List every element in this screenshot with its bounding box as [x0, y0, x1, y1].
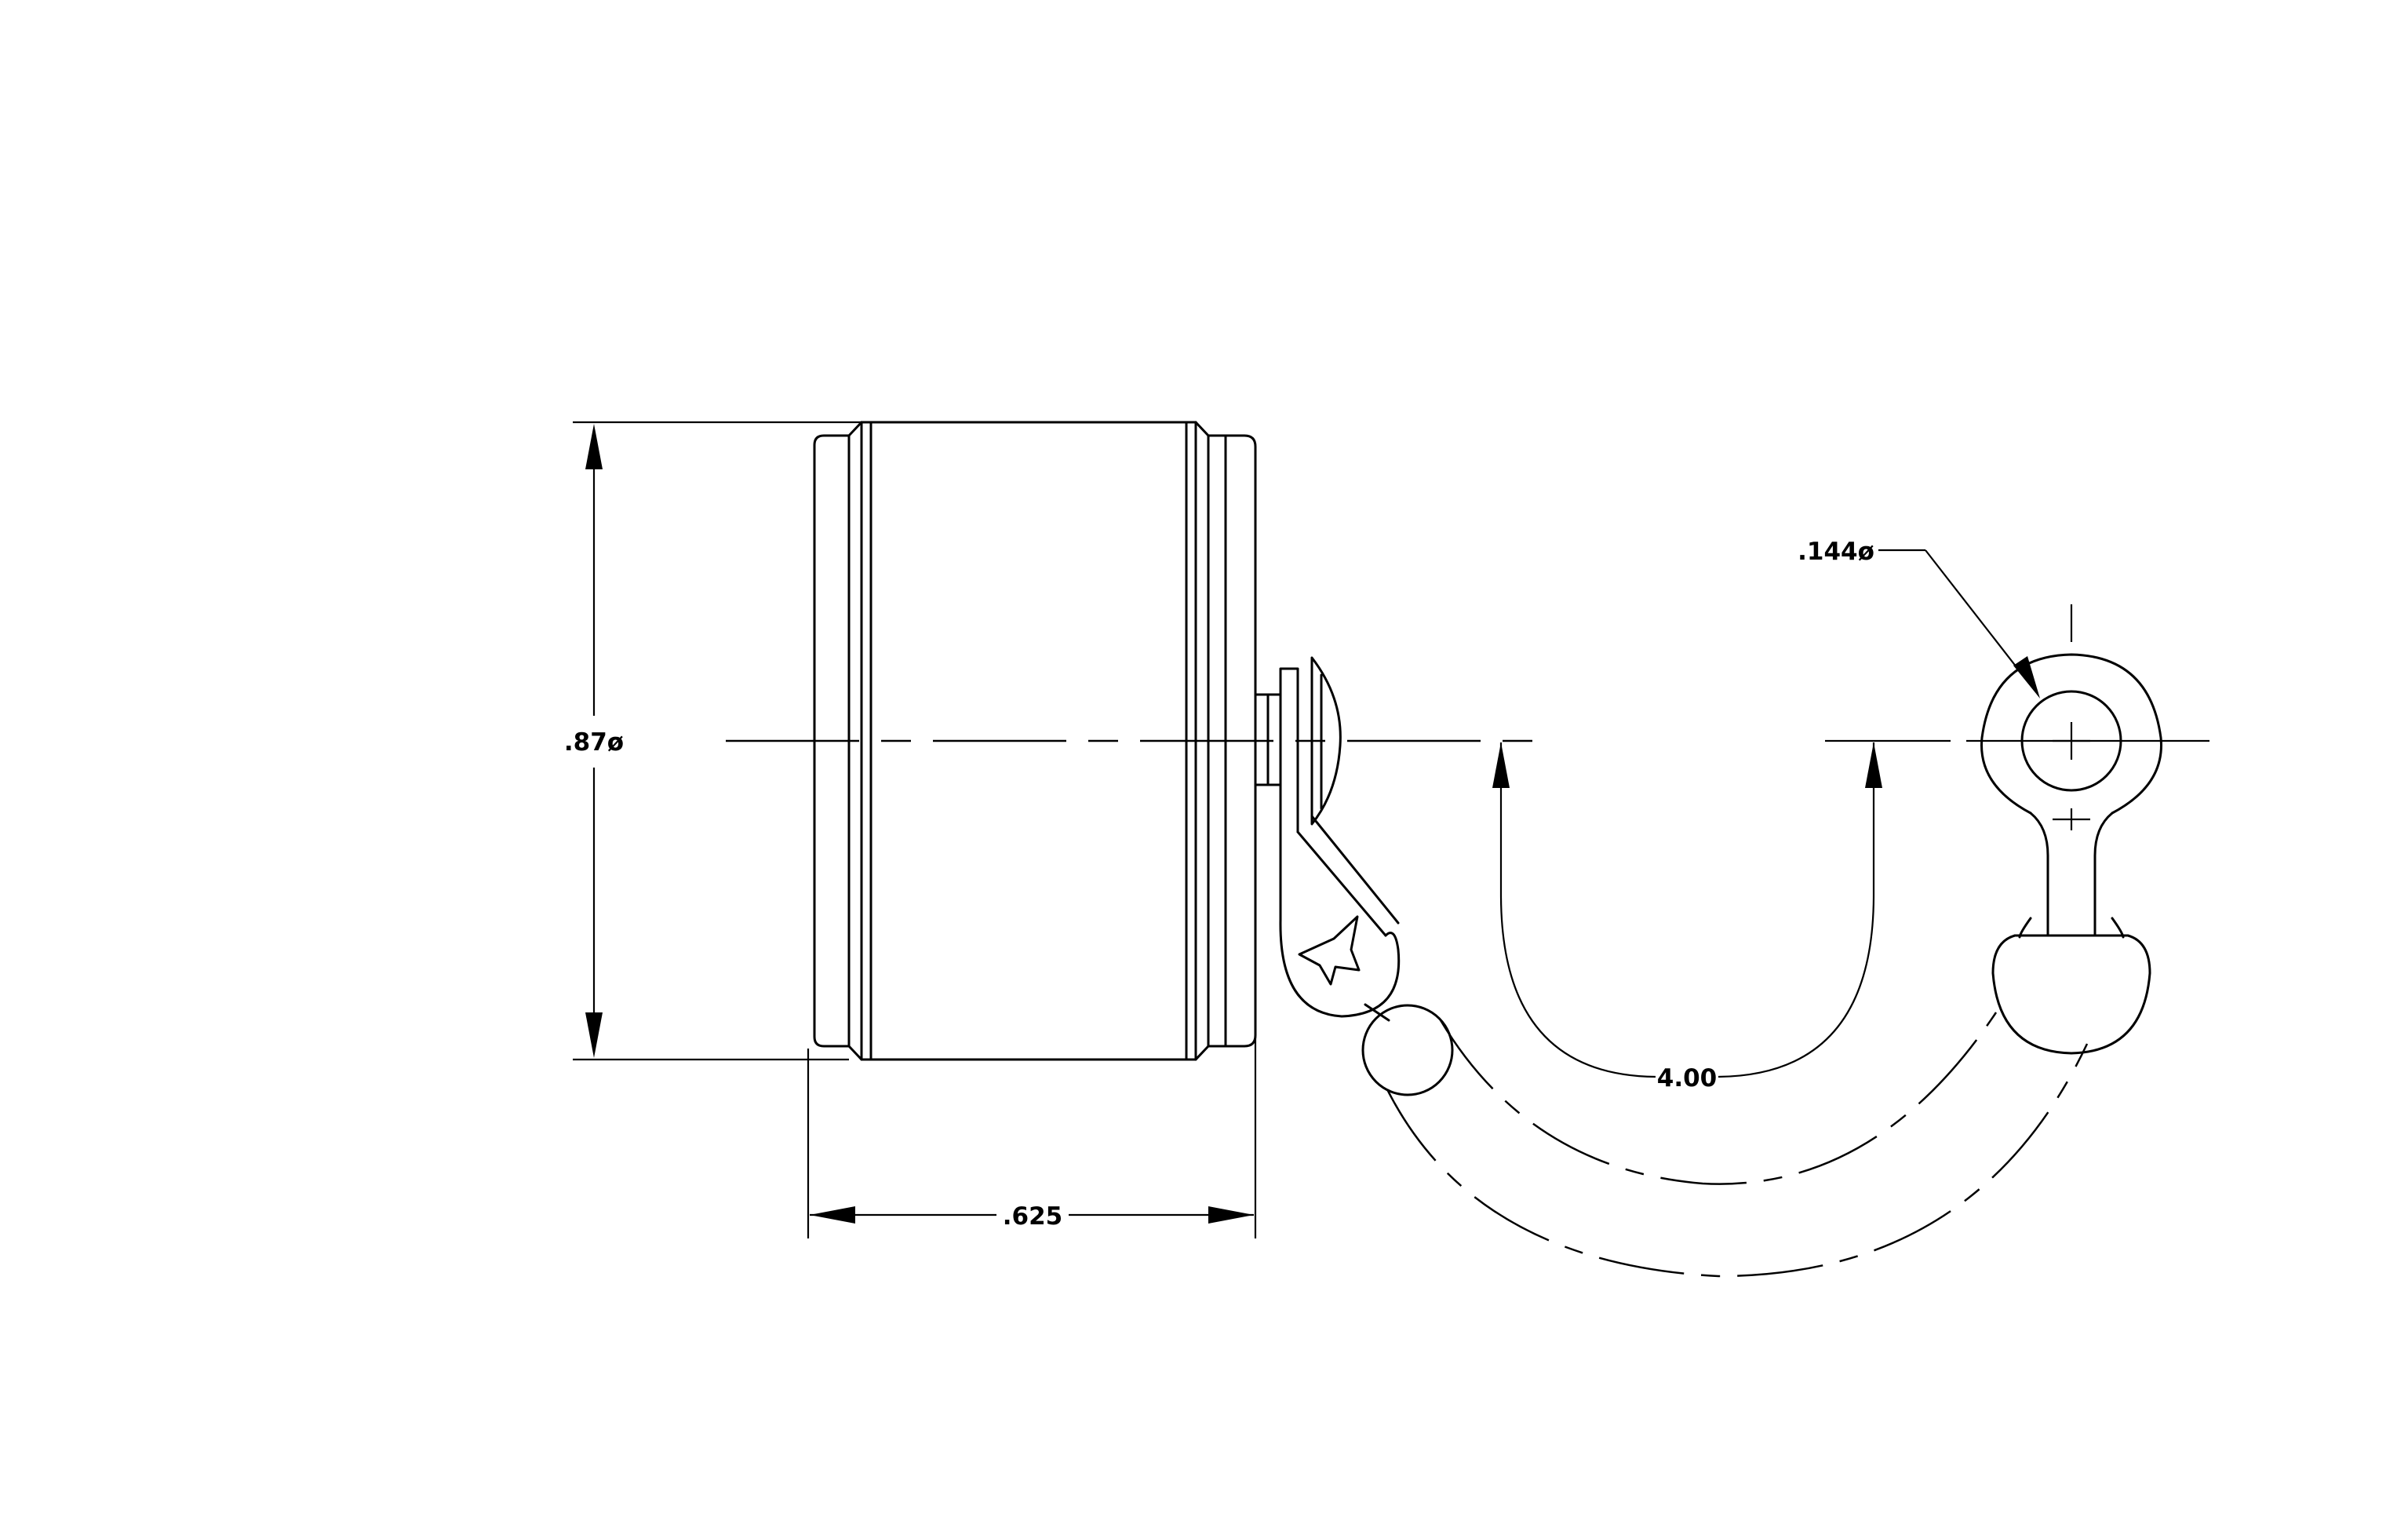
- length-arrow-left: [810, 1206, 855, 1224]
- diameter-arrow-top: [585, 424, 603, 469]
- chain-arrow-right: [1865, 742, 1882, 788]
- cap-right-step-bottom: [1194, 1045, 1210, 1061]
- ring-ball-shoulders: [2018, 917, 2125, 939]
- dimension-ring-hole: .144ø: [1798, 538, 2040, 698]
- chain-phantom-inner: [1439, 1012, 1998, 1185]
- chain-length-label: 4.00: [1657, 1064, 1718, 1092]
- chain-dim-arc-right: [1718, 742, 1875, 1078]
- chain-ball-left: [1361, 1004, 1454, 1096]
- cap-left-step-bottom: [847, 1045, 863, 1061]
- ring-end: [1980, 604, 2162, 1055]
- chain-arrow-left: [1492, 742, 1510, 788]
- ball-chain: [1361, 1003, 2089, 1278]
- clip-loop: [1279, 918, 1401, 1018]
- length-label: .625: [1003, 1202, 1063, 1231]
- ring-eyelet: [1980, 653, 2162, 815]
- diameter-label: .87ø: [564, 728, 624, 757]
- ring-neck: [2029, 812, 2114, 937]
- diameter-arrow-bottom: [585, 1012, 603, 1058]
- chain-dim-arc-left: [1499, 742, 1656, 1078]
- dimension-length: .625: [807, 1036, 1257, 1238]
- cap-left-step-top: [847, 421, 863, 437]
- chain-connector-left: [1364, 1003, 1390, 1022]
- cap-right-step-top: [1194, 421, 1210, 437]
- dimension-diameter: .87ø: [564, 421, 862, 1061]
- ring-hole-label: .144ø: [1798, 538, 1874, 566]
- clip-arm: [1296, 815, 1400, 937]
- ring-ball: [1991, 934, 2151, 1055]
- clip-star-hole: [1298, 915, 1361, 986]
- ring-hole-leader-line: [1925, 549, 2028, 682]
- rivet-dome-head: [1310, 656, 1342, 826]
- length-arrow-right: [1208, 1206, 1254, 1224]
- chain-phantom-outer: [1386, 1043, 2089, 1278]
- clip-plate: [1279, 667, 1299, 921]
- ring-hole-leader-arrow: [2013, 656, 2040, 698]
- dimension-chain-length: 4.00: [1492, 742, 1882, 1092]
- chain-clip: [1254, 656, 1401, 1018]
